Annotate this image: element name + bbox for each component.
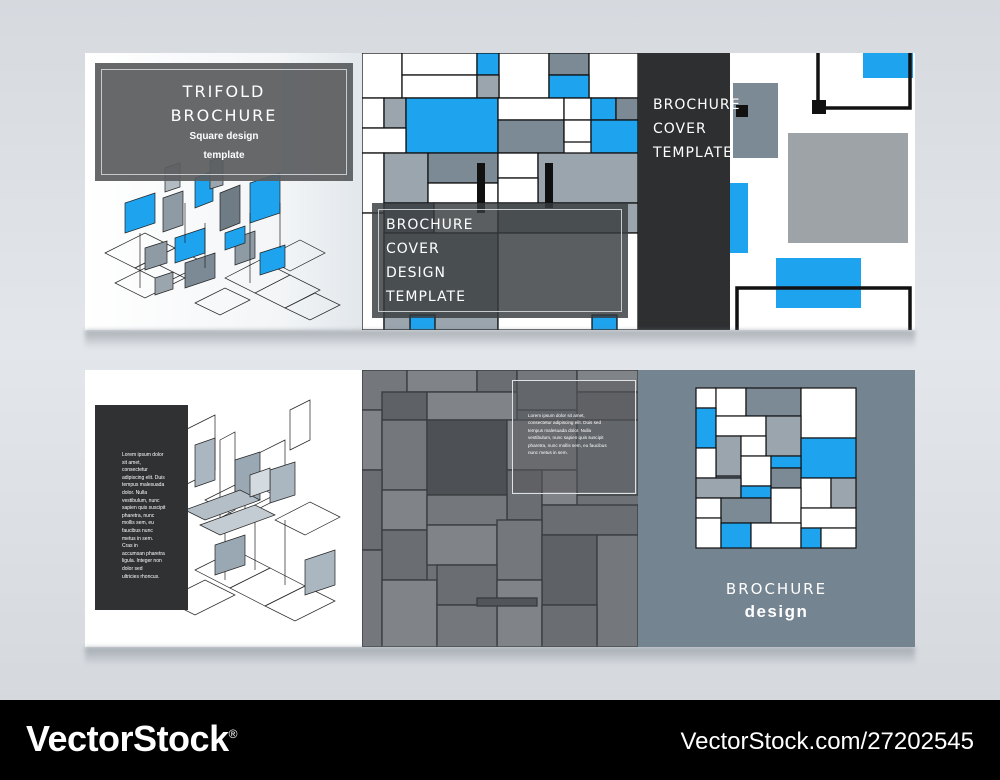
cover-line-4: TEMPLATE [386,289,466,305]
title-box-frame [101,69,347,175]
text-sidebar: Lorem ipsum dolor sit amet, consectetur … [95,405,188,610]
body-line: adipiscing elit. Duis [122,474,165,481]
bottom-panel-3: BROCHURE design [638,370,915,647]
body-line: Lorem ipsum dolor sit amet, [528,413,585,418]
body-line: sit amet, [122,459,141,466]
body-line: mollis sem, eu [122,520,154,527]
body-line: Cras in [122,543,138,550]
brand-logo: VectorStock® [26,718,237,760]
cover-line-1: BROCHURE [386,217,474,233]
body-line: pharetra, nunc mollis sem, eu faucibus [528,442,607,448]
back-cover-subtitle: design [744,602,809,621]
top-panel-3: BROCHURE COVER TEMPLATE [638,53,915,330]
mosaic-square-graphic [695,387,857,549]
title-line-1: TRIFOLD [182,82,266,101]
body-line: tempus malesuada dolor. Nulla [528,427,592,433]
text-frame [512,380,636,494]
body-line: dolor sed [122,565,143,572]
bottom-panel-2: Lorem ipsum dolor sit amet, consectetur … [362,370,638,647]
isometric-wireframe-graphic [164,399,341,622]
body-line: sapien quis suscipit [122,505,166,512]
text-frame-box: Lorem ipsum dolor sit amet, consectetur … [512,380,636,494]
body-line: Lorem ipsum dolor [122,452,164,458]
body-line: dolor. Nulla [122,489,148,496]
brand-name: VectorStock [26,718,229,759]
body-line: vestibulum, nunc sapien quis suscipit [528,435,604,441]
body-line: metus in sem. [122,535,154,542]
title-line-2: BROCHURE [170,106,278,125]
cover-title-frame [378,209,622,312]
body-line: faucibus nunc [122,527,153,534]
bottom-panel-1: Lorem ipsum dolor sit amet, consectetur … [85,370,362,647]
body-line: consectetur [122,467,148,474]
top-panel-2: BROCHURE COVER DESIGN TEMPLATE [362,53,638,330]
body-line: vestibulum, nunc [122,497,160,504]
cover-line-2: COVER [386,241,440,257]
body-line: pharetra, nunc [122,512,155,519]
top-panel-1: TRIFOLD BROCHURE Square design template [85,53,362,330]
title-box: TRIFOLD BROCHURE Square design template [95,63,353,181]
image-id: VectorStock.com/27202545 [680,728,974,755]
subtitle-line-1: Square design [189,131,259,142]
watermark-footer: VectorStock® VectorStock.com/27202545 [0,700,1000,780]
sidebar-line-1: BROCHURE [653,97,741,113]
cover-line-3: DESIGN [386,265,446,281]
registered-mark: ® [228,727,238,741]
abstract-shapes-graphic [723,53,913,330]
body-line: consectetur adipiscing elit. Duis sed [528,420,602,426]
body-line: ultricies rhoncus. [122,573,160,580]
frame-body-text: Lorem ipsum dolor sit amet, consectetur … [528,412,607,456]
body-line: accumsan pharetra [122,550,165,557]
cover-sidebar: BROCHURE COVER TEMPLATE [638,53,739,330]
body-line: ligula. Integer non [122,558,162,565]
sidebar-line-3: TEMPLATE [653,145,733,161]
back-cover-title: BROCHURE [725,580,828,598]
bottom-spread-shadow [85,647,915,665]
cover-title-overlay: BROCHURE COVER DESIGN TEMPLATE [372,203,628,318]
sidebar-line-2: COVER [653,121,707,137]
body-line: nunc metus in sem. [528,450,568,456]
body-line: tempus malesuada [122,482,165,489]
top-spread-shadow [85,330,915,348]
subtitle-line-2: template [203,150,245,161]
sidebar-body-text: Lorem ipsum dolor sit amet, consectetur … [122,452,165,581]
